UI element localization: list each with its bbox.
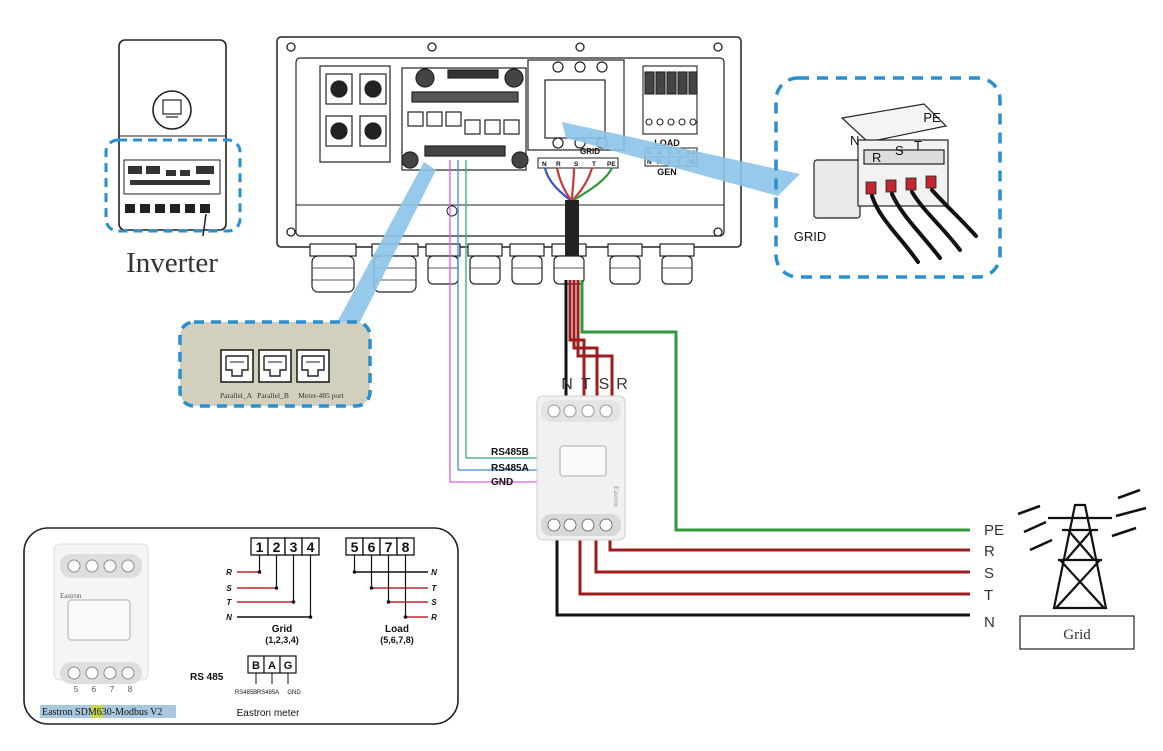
grid-line-s: S <box>984 565 994 582</box>
ports-callout: Parallel_A Parallel_B Meter-485 port <box>178 320 372 408</box>
rj45-port-3 <box>296 349 330 383</box>
rs485b-label: RS485B <box>491 447 529 458</box>
load-num-5: 5 <box>351 539 359 555</box>
grid-terminal-r: R <box>556 161 561 168</box>
grid-terminal-pe: PE <box>607 161 616 168</box>
rs485-label-1: RS485A <box>257 690 279 696</box>
grid-row-s: S <box>226 584 232 593</box>
load-num-7: 7 <box>385 539 393 555</box>
rs485-label-0: RS485B <box>235 690 257 696</box>
load-terminal-label: LOAD <box>654 138 680 148</box>
grid-num-1: 1 <box>256 539 264 555</box>
inverter-thumbnail <box>104 39 242 237</box>
grid-line-n: N <box>984 614 995 631</box>
legend-load-title: Load <box>385 624 409 635</box>
grid-terminal-t: T <box>592 161 596 168</box>
port-label-1: Parallel_A <box>220 391 253 400</box>
rs485-box-a: A <box>268 660 276 672</box>
rj45-port-2 <box>258 349 292 383</box>
load-num-8: 8 <box>402 539 410 555</box>
energy-meter: Eastron <box>536 395 626 541</box>
load-row-n: N <box>431 568 437 577</box>
inverter-label: Inverter <box>126 247 218 279</box>
gnd-label: GND <box>491 477 513 488</box>
legend-caption: Eastron SDM630-Modbus V2 <box>42 707 162 718</box>
legend-meter-num-5: 5 <box>74 685 79 694</box>
grid-tower-label: Grid <box>1063 627 1091 643</box>
breaker-phase-r: R <box>872 150 881 165</box>
grid-terminal-n: N <box>542 161 547 168</box>
callout-arrow-ports <box>334 162 436 338</box>
meter-top-r: R <box>616 376 628 393</box>
grid-tower-box <box>1019 615 1135 650</box>
port-label-2: Parallel_B <box>257 391 289 400</box>
grid-line-r: R <box>984 543 995 560</box>
meter-top-s: S <box>599 376 610 393</box>
port-label-3: Meter-485 port <box>298 391 344 400</box>
rs485-box-b: B <box>252 660 260 672</box>
legend-meter-num-6: 6 <box>92 685 97 694</box>
legend-rs485-title: RS 485 <box>190 672 224 683</box>
load-num-6: 6 <box>368 539 376 555</box>
load-row-r: R <box>431 613 437 622</box>
grid-num-2: 2 <box>273 539 281 555</box>
callout-arrow-breaker <box>562 122 800 196</box>
legend-meter-num-8: 8 <box>128 685 133 694</box>
meter-brand-small: Eastron <box>612 486 620 508</box>
grid-num-3: 3 <box>290 539 298 555</box>
grid-terminal-label: GRID <box>580 147 600 156</box>
meter-top-t: T <box>581 376 591 393</box>
gen-terminal-label: GEN <box>657 167 677 177</box>
legend-meter-brand: Eastron <box>60 592 82 600</box>
rs485-label-2: GND <box>287 690 301 696</box>
gen-terminal-n: N <box>647 159 652 166</box>
rj45-port-1 <box>220 349 254 383</box>
breaker-pe-label: PE <box>923 110 941 125</box>
breaker-phase-t: T <box>914 138 922 153</box>
legend-grid-title: Grid <box>272 624 293 635</box>
breaker-phase-s: S <box>895 143 904 158</box>
legend-load-sub: (5,6,7,8) <box>380 635 414 645</box>
grid-line-pe: PE <box>984 522 1004 539</box>
legend-footer: Eastron meter <box>237 708 300 719</box>
grid-num-4: 4 <box>307 539 315 555</box>
rs485a-label: RS485A <box>491 463 529 474</box>
grid-row-r: R <box>226 568 232 577</box>
grid-row-n: N <box>226 613 232 622</box>
breaker-grid-label: GRID <box>794 229 827 244</box>
meter-top-n: N <box>561 376 573 393</box>
grid-row-t: T <box>227 598 233 607</box>
breaker-phase-n: N <box>850 133 859 148</box>
grid-terminal-s: S <box>574 161 579 168</box>
load-row-t: T <box>432 584 438 593</box>
rs485-box-g: G <box>284 660 293 672</box>
load-row-s: S <box>431 598 437 607</box>
legend-meter-num-7: 7 <box>110 685 115 694</box>
grid-line-t: T <box>984 587 993 604</box>
transmission-tower-icon <box>1017 488 1147 610</box>
legend-grid-sub: (1,2,3,4) <box>265 635 299 645</box>
